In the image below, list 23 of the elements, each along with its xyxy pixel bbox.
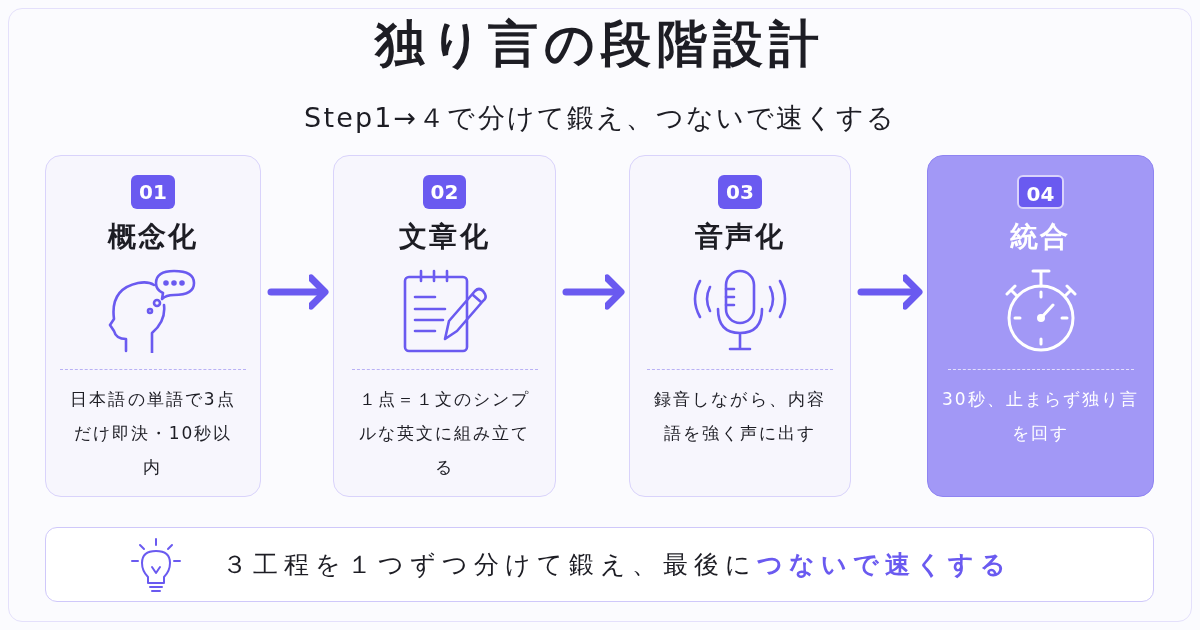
step-number-badge: 01 (131, 175, 175, 209)
step-number-badge: 04 (1016, 175, 1065, 209)
step-description: １点＝１文のシンプルな英文に組み立てる (357, 388, 532, 479)
title: 独り言の段階設計 (375, 14, 825, 75)
step-title: 音声化 (694, 219, 786, 255)
step-card (927, 155, 1154, 497)
step-card (333, 155, 556, 497)
step-number-badge: 03 (718, 175, 762, 209)
step-title: 概念化 (107, 219, 199, 255)
summary-text: ３工程を１つずつ分けて鍛え、最後につないで速くする (222, 548, 1012, 581)
step-description: 録音しながら、内容語を強く声に出す (653, 388, 827, 445)
step-title: 統合 (1010, 219, 1071, 255)
arrow (267, 274, 329, 310)
arrow (562, 274, 625, 310)
step-description: 日本語の単語で3点だけ即決・10秒以内 (69, 388, 237, 479)
step-description: 30秒、止まらず独り言を回す (940, 388, 1141, 445)
step-card (45, 155, 261, 497)
step-title: 文章化 (399, 219, 490, 255)
step-card (629, 155, 851, 497)
arrow (857, 274, 923, 310)
summary-banner (45, 527, 1154, 602)
step-number-badge: 02 (422, 175, 467, 209)
subtitle: Step1→４で分けて鍛え、つないで速くする (304, 101, 896, 135)
